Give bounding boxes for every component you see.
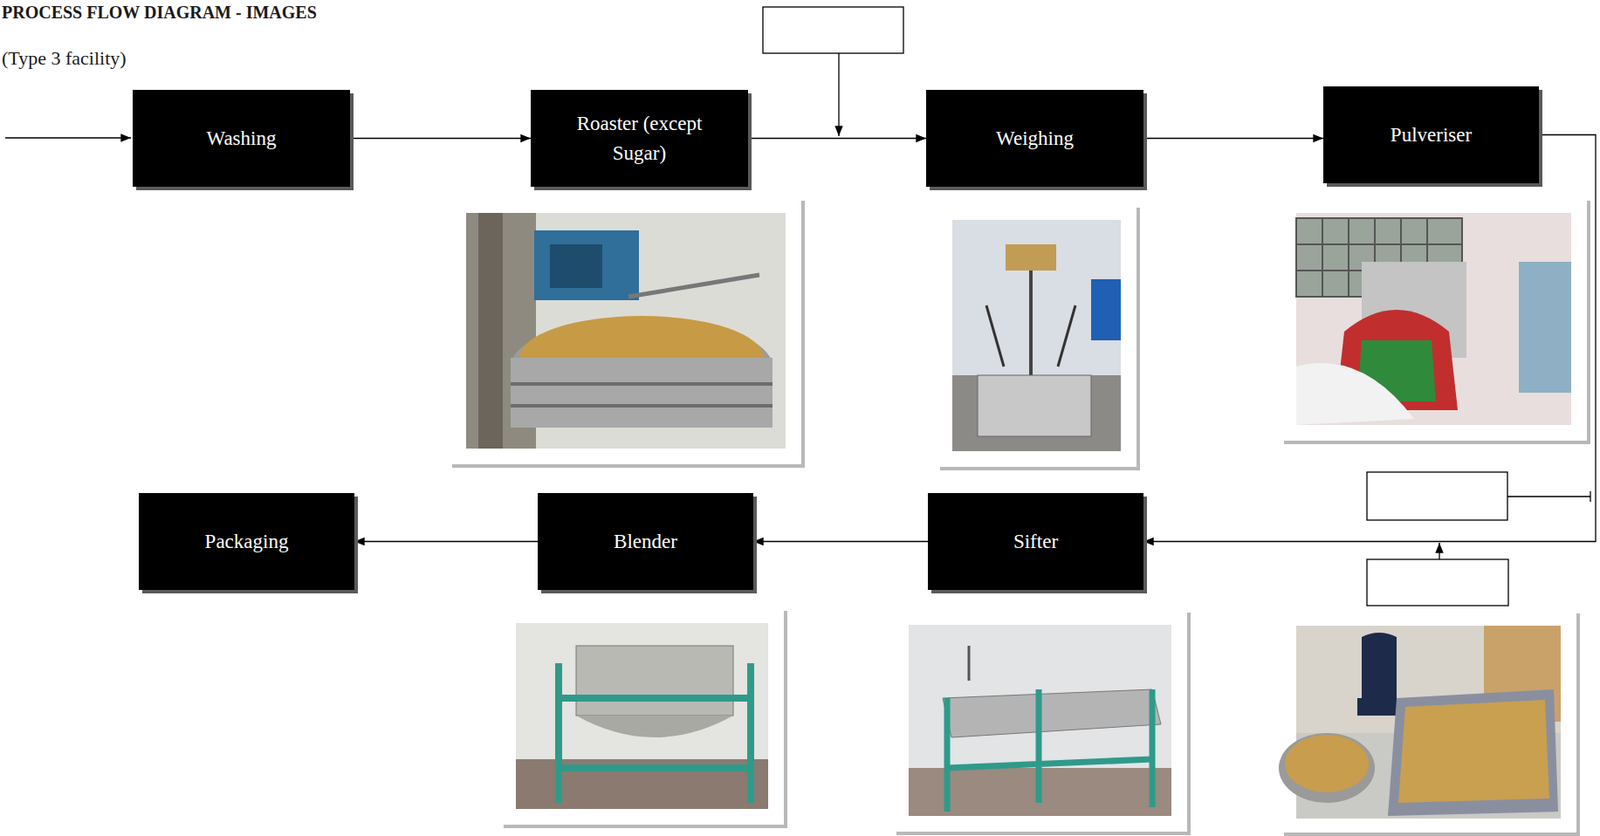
step-label: Washing [206,123,277,153]
process-box: Packaging [138,493,355,591]
step-label: Weighing [995,123,1074,153]
flow-arrow [753,541,928,543]
blender-photo [500,607,788,829]
input-arrow [837,53,839,137]
sifter-photo [892,609,1191,836]
process-box: Blender [537,493,754,591]
diagram-title: PROCESS FLOW DIAGRAM - IMAGES [1,2,317,23]
process-box: Washing [132,89,351,187]
subtitle-note: (Type 3 facility) [1,47,127,70]
drying-trays-photo [1278,610,1580,836]
process-box: Roaster (except Sugar) [530,89,749,187]
step-label: Blender [613,527,678,557]
process-box: Pulveriser [1323,86,1539,184]
empty-box [1366,472,1508,521]
entry-arrow [5,137,131,138]
scale-photo [936,204,1140,471]
flow-arrow [354,541,538,543]
step-label: Packaging [205,527,289,557]
roaster-photo [448,197,805,468]
pulveriser-photo [1280,197,1591,445]
step-label: Roaster (except Sugar) [567,109,712,168]
step-label: Sifter [1013,527,1058,557]
line-tick [1589,491,1591,502]
input-arrow [1438,542,1440,560]
flow-arrow [1143,137,1324,139]
process-box: Weighing [926,89,1144,187]
flow-arrow [748,137,927,139]
step-label: Pulveriser [1390,120,1472,150]
flow-arrow [1143,135,1596,543]
empty-box [762,6,904,54]
empty-box [1366,559,1509,606]
flow-arrow [350,137,531,139]
process-box: Sifter [927,493,1144,591]
side-line [1507,495,1591,497]
